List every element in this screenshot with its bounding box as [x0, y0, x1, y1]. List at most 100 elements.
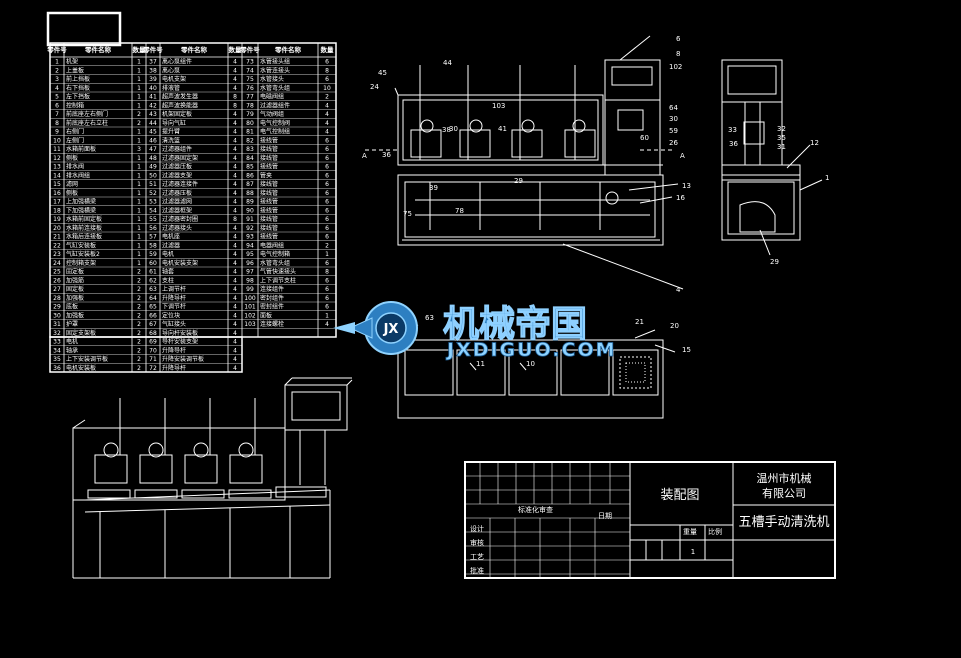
gear-logo-icon [333, 301, 418, 355]
bom-cell: 1 [137, 76, 141, 83]
bom-cell: 6 [325, 59, 329, 66]
bom-cell: 85 [246, 164, 254, 171]
part-label: 1 [825, 174, 829, 182]
bom-header-cell: 零件号 [239, 45, 260, 54]
bom-cell: 1 [137, 155, 141, 162]
bom-cell: 4 [233, 207, 237, 214]
title-block-company-line2: 有限公司 [762, 486, 806, 500]
bom-cell: 1 [137, 129, 141, 136]
bom-cell: 87 [246, 181, 254, 188]
bom-cell: 13 [53, 164, 61, 171]
part-label: 11 [476, 360, 485, 368]
bom-cell: 排水阀 [66, 163, 84, 171]
bom-cell: 电磁阀组 [260, 93, 284, 101]
bom-cell: 侧板 [66, 154, 78, 162]
bom-cell: 加强板 [66, 311, 84, 319]
bom-cell: 52 [149, 190, 157, 197]
title-block-design-label: 设计 [470, 524, 484, 533]
watermark-url: JXDIGUO.COM [445, 339, 617, 361]
bom-cell: 提升臂 [162, 128, 180, 136]
bom-cell: 水管接头组 [260, 58, 290, 66]
bom-cell: 15 [53, 181, 61, 188]
bom-cell: 6 [325, 172, 329, 179]
bom-cell: 46 [149, 137, 157, 144]
watermark-logo-letters: JX [383, 322, 399, 337]
bom-cell: 67 [149, 321, 157, 328]
bom-cell: 78 [246, 102, 254, 109]
bom-cell: 水箱前固定板 [66, 215, 102, 223]
bom-cell: 69 [149, 339, 157, 346]
bom-cell: 固定板 [66, 268, 84, 276]
bom-cell: 79 [246, 111, 254, 118]
bom-cell: 右下挡板 [66, 84, 90, 92]
bom-cell: 过滤器组件 [162, 145, 192, 153]
bom-cell: 86 [246, 172, 254, 179]
bom-cell: 2 [137, 330, 141, 337]
title-block-weight-label: 重量 [683, 528, 697, 536]
bom-cell: 4 [233, 251, 237, 258]
bom-cell: 升降安装调节板 [162, 355, 204, 363]
bom-cell: 4 [233, 242, 237, 249]
bom-cell: 1 [137, 67, 141, 74]
bom-cell: 6 [325, 216, 329, 223]
bom-cell: 2 [137, 312, 141, 319]
bom-cell: 离心泵 [162, 66, 180, 74]
bom-cell: 连接组件 [260, 285, 284, 293]
bom-cell: 31 [53, 321, 61, 328]
bom-cell: 接线管 [260, 163, 278, 171]
bom-cell: 20 [53, 225, 61, 232]
bom-cell: 前上挡板 [66, 75, 90, 83]
bom-cell: 93 [246, 234, 254, 241]
bom-cell: 过滤器组件 [260, 101, 290, 109]
bom-cell: 21 [53, 234, 61, 241]
bom-cell: 6 [325, 181, 329, 188]
bom-cell: 54 [149, 207, 157, 214]
bom-header-cell: 零件名称 [180, 45, 208, 54]
bom-cell: 超声波换能器 [162, 101, 198, 109]
bom-cell: 2 [137, 356, 141, 363]
bom-cell: 6 [325, 295, 329, 302]
part-label: A [680, 152, 685, 160]
bom-cell: 电器阀组 [260, 241, 284, 249]
title-block-grid [465, 462, 630, 578]
part-label: 60 [640, 134, 649, 142]
bom-cell: 18 [53, 207, 61, 214]
bom-cell: 4 [233, 76, 237, 83]
part-label: A [362, 152, 367, 160]
bom-cell: 1 [325, 251, 329, 258]
bom-cell: 右侧门 [66, 128, 84, 136]
bom-cell: 4 [233, 120, 237, 127]
bom-header-cell: 数量 [133, 45, 147, 54]
bom-cell: 6 [325, 155, 329, 162]
part-label: 35 [777, 134, 786, 142]
bom-cell: 58 [149, 242, 157, 249]
part-label: 63 [425, 314, 434, 322]
bom-cell: 75 [246, 76, 254, 83]
bom-cell: 过滤器压板 [162, 189, 192, 197]
bom-cell: 80 [246, 120, 254, 127]
bom-cell: 82 [246, 137, 254, 144]
part-label: 41 [498, 125, 507, 133]
bom-cell: 水箱前面板 [66, 145, 96, 153]
bom-cell: 气动阀组 [260, 110, 284, 118]
bom-cell: 1 [325, 312, 329, 319]
bom-cell: 71 [149, 356, 157, 363]
bom-cell: 5 [55, 94, 59, 101]
bom-cell: 95 [246, 251, 254, 258]
bom-cell: 6 [325, 286, 329, 293]
bom-cell: 1 [137, 225, 141, 232]
bom-cell: 电机 [162, 250, 174, 258]
bom-cell: 4 [233, 295, 237, 302]
title-block-process-label: 工艺 [470, 553, 484, 561]
bom-cell: 接线管 [260, 154, 278, 162]
bom-cell: 100 [244, 295, 256, 302]
bom-cell: 过滤器固定架 [162, 154, 198, 162]
bom-cell: 4 [233, 199, 237, 206]
bom-cell: 4 [233, 234, 237, 241]
part-label: 64 [669, 104, 678, 112]
bom-header-cell: 零件名称 [84, 45, 112, 54]
title-block-company-line1: 温州市机械 [757, 471, 812, 485]
bom-cell: 轴套 [162, 268, 174, 276]
bom-cell: 72 [149, 365, 157, 372]
